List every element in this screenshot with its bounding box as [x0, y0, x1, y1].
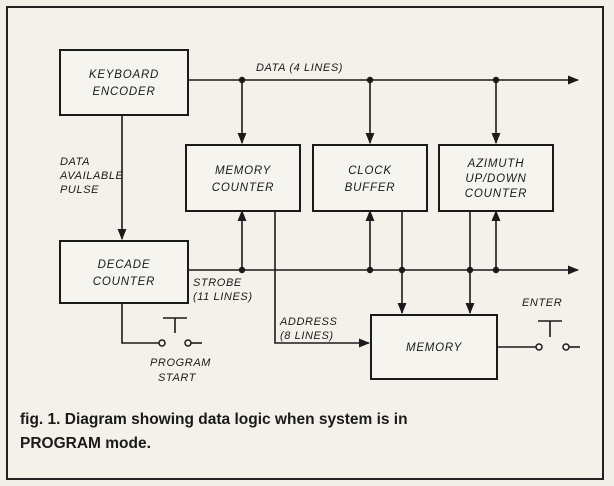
- strobe-label: STROBE: [193, 277, 242, 289]
- junction-dot: [238, 76, 246, 84]
- data-available-label: PULSE: [60, 184, 99, 196]
- keyboard-encoder-block: KEYBOARD ENCODER: [59, 49, 189, 116]
- memory-counter-block: MEMORY COUNTER: [185, 144, 301, 212]
- junction-dot: [492, 76, 500, 84]
- address-label: (8 LINES): [280, 330, 334, 342]
- enter-label: ENTER: [522, 297, 562, 309]
- junction-dot: [466, 266, 474, 274]
- junction-dot: [492, 266, 500, 274]
- block-label: CLOCK: [348, 165, 392, 177]
- clock-buffer-block: CLOCK BUFFER: [312, 144, 428, 212]
- junction-dot: [366, 266, 374, 274]
- switch-contact: [535, 343, 543, 351]
- figure-caption: fig. 1. Diagram showing data logic when …: [20, 408, 600, 456]
- data-available-label: DATA: [60, 156, 90, 168]
- azimuth-counter-block: AZIMUTH UP/DOWN COUNTER: [438, 144, 554, 212]
- block-diagram: KEYBOARD ENCODER DECADE COUNTER MEMORY C…: [59, 49, 580, 384]
- block-label: COUNTER: [465, 188, 527, 200]
- caption-line-2: PROGRAM mode.: [20, 435, 151, 452]
- block-label: ENCODER: [92, 86, 155, 98]
- data-available-label: AVAILABLE: [59, 170, 124, 182]
- program-start-wire: [121, 303, 159, 344]
- block-label: MEMORY: [215, 165, 272, 177]
- memory-block: MEMORY: [370, 314, 498, 380]
- caption-line-1: fig. 1. Diagram showing data logic when …: [20, 411, 408, 428]
- block-label: AZIMUTH: [467, 158, 525, 170]
- program-start-label: PROGRAM: [150, 357, 211, 369]
- address-label: ADDRESS: [279, 316, 337, 328]
- strobe-label: (11 LINES): [193, 291, 253, 303]
- data-bus-label: DATA (4 LINES): [256, 62, 343, 74]
- block-label: COUNTER: [212, 182, 274, 194]
- junction-dot: [238, 266, 246, 274]
- block-label: COUNTER: [93, 276, 155, 288]
- decade-counter-block: DECADE COUNTER: [59, 240, 189, 304]
- switch-contact: [562, 343, 570, 351]
- block-label: DECADE: [98, 259, 151, 271]
- address-line: [274, 211, 371, 348]
- junction-dot: [398, 266, 406, 274]
- switch-contact: [184, 339, 192, 347]
- program-start-label: START: [158, 372, 197, 384]
- block-label: KEYBOARD: [89, 69, 159, 81]
- junction-dot: [366, 76, 374, 84]
- block-label: UP/DOWN: [465, 173, 526, 185]
- block-label: MEMORY: [406, 342, 463, 354]
- switch-contact: [158, 339, 166, 347]
- block-label: BUFFER: [345, 182, 396, 194]
